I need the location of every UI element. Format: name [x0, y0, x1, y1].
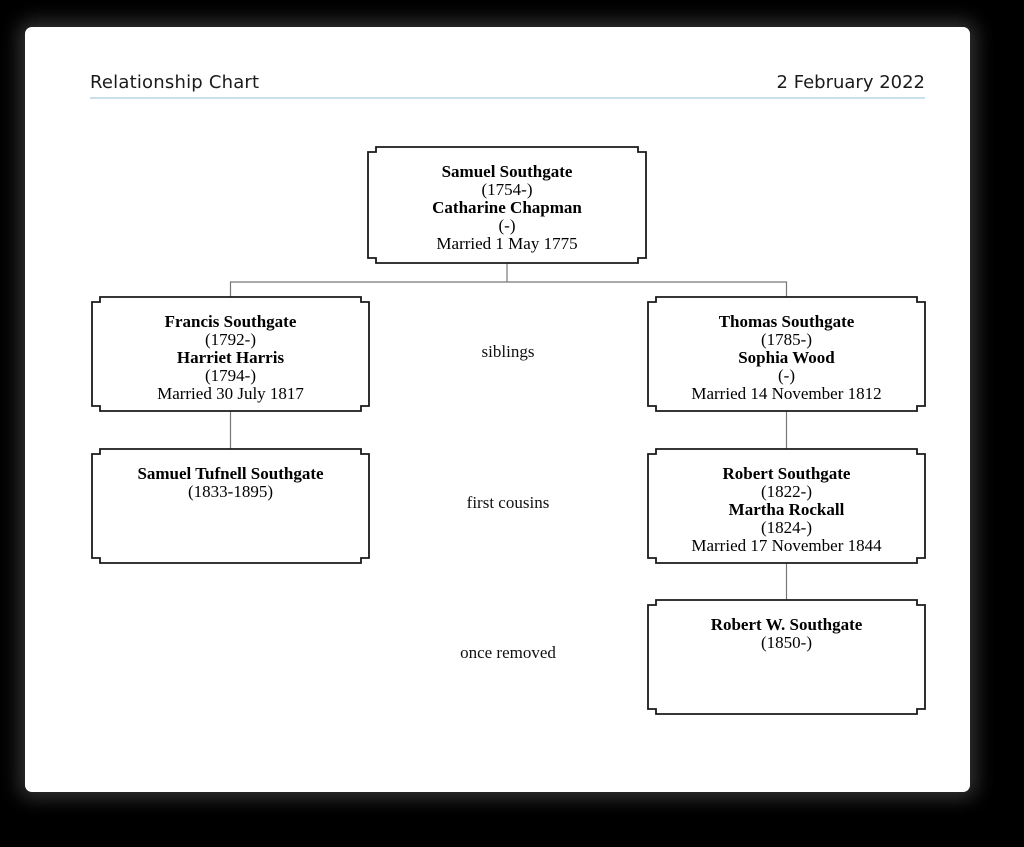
connector-siblings	[229, 281, 788, 297]
person-box-samuel-southgate[interactable]: Samuel Southgate (1754-) Catharine Chapm…	[368, 147, 646, 263]
relationship-label-first-cousins: first cousins	[466, 493, 550, 512]
person-dates: (1785-)	[761, 330, 812, 349]
relationship-label-siblings: siblings	[481, 342, 535, 361]
person-name: Samuel Tufnell Southgate	[137, 464, 324, 483]
person-box-francis-southgate[interactable]: Francis Southgate (1792-) Harriet Harris…	[92, 297, 369, 411]
marriage-info: Married 14 November 1812	[691, 384, 882, 403]
person-box-robert-southgate[interactable]: Robert Southgate (1822-) Martha Rockall …	[648, 449, 925, 563]
person-name: Francis Southgate	[164, 312, 297, 331]
spouse-name: Harriet Harris	[176, 348, 285, 367]
person-name: Samuel Southgate	[441, 162, 573, 181]
person-dates: (1754-)	[481, 180, 533, 199]
report-date: 2 February 2022	[776, 72, 925, 93]
person-name: Robert Southgate	[722, 464, 851, 483]
box-border-samuel-tufnell-southgate	[91, 448, 370, 564]
person-dates: (1850-)	[761, 633, 812, 652]
relationship-label-once-removed: once removed	[460, 643, 556, 662]
person-dates: (1833-1895)	[188, 482, 273, 501]
person-dates: (1822-)	[761, 482, 812, 501]
spouse-name: Sophia Wood	[738, 348, 835, 367]
person-box-thomas-southgate[interactable]: Thomas Southgate (1785-) Sophia Wood (-)…	[648, 297, 925, 411]
spouse-name: Martha Rockall	[728, 500, 845, 519]
person-name: Robert W. Southgate	[710, 615, 863, 634]
box-border-francis-southgate	[91, 296, 370, 412]
spouse-name: Catharine Chapman	[432, 198, 582, 217]
spouse-dates: (-)	[778, 366, 795, 385]
marriage-info: Married 1 May 1775	[436, 234, 578, 253]
relationship-chart: Samuel Southgate (1754-) Catharine Chapm…	[25, 27, 970, 792]
report-page: Relationship Chart 2 February 2022 Sa	[25, 27, 970, 792]
person-box-samuel-tufnell-southgate[interactable]: Samuel Tufnell Southgate (1833-1895)	[92, 449, 369, 563]
spouse-dates: (1824-)	[761, 518, 812, 537]
box-border-robert-w-southgate	[647, 599, 926, 715]
header-rule	[90, 97, 925, 99]
person-dates: (1792-)	[205, 330, 256, 349]
spouse-dates: (1794-)	[205, 366, 256, 385]
person-name: Thomas Southgate	[718, 312, 855, 331]
page-title: Relationship Chart	[90, 72, 260, 93]
box-border-samuel-southgate	[367, 146, 647, 264]
box-border-robert-southgate	[647, 448, 926, 564]
spouse-dates: (-)	[498, 216, 516, 235]
chart-graphics	[91, 146, 926, 715]
marriage-info: Married 17 November 1844	[691, 536, 882, 555]
box-border-thomas-southgate	[647, 296, 926, 412]
marriage-info: Married 30 July 1817	[157, 384, 304, 403]
person-box-robert-w-southgate[interactable]: Robert W. Southgate (1850-)	[648, 600, 925, 714]
